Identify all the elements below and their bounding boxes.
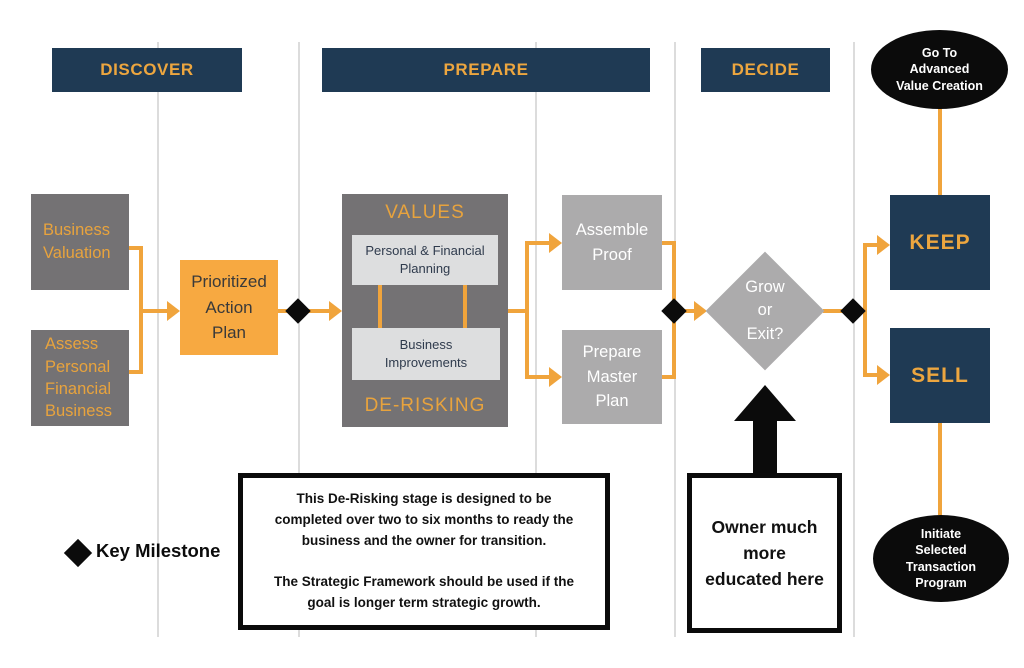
key-milestone-diamond-icon: [840, 298, 866, 324]
connector-line: [863, 243, 879, 247]
connector-line: [308, 309, 329, 313]
connector-line: [525, 375, 551, 379]
connector-line: [525, 241, 529, 379]
phase-header-decide-label: DECIDE: [731, 60, 800, 79]
lane-divider: [298, 42, 300, 637]
arrowhead-icon: [167, 301, 180, 321]
connector-line: [662, 375, 674, 379]
key-milestone-diamond-icon: [661, 298, 687, 324]
values-label: VALUES: [385, 202, 465, 223]
lane-divider: [853, 42, 855, 637]
callout-owner-educated: Owner much more educated here: [687, 473, 842, 633]
key-milestone-diamond-icon: [285, 298, 311, 324]
connector-line: [863, 373, 879, 377]
node-business-improvements: Business Improvements: [352, 328, 500, 380]
callout-derisking-note: This De-Risking stage is designed to be …: [238, 473, 610, 630]
connector-line: [463, 285, 467, 328]
node-assess-personal-financial-business: Assess Personal Financial Business: [31, 330, 129, 426]
connector-line: [129, 246, 143, 250]
key-milestone-legend-label: Key Milestone: [96, 540, 221, 561]
connector-line: [378, 285, 382, 328]
arrowhead-icon: [549, 233, 562, 253]
decision-grow-or-exit-label: Grow or Exit?: [745, 278, 785, 343]
phase-header-prepare-label: PREPARE: [443, 60, 529, 79]
phase-header-discover-label: DISCOVER: [100, 60, 194, 79]
node-business-valuation: Business Valuation: [31, 194, 129, 290]
terminal-initiate-selected-transaction-program: Initiate Selected Transaction Program: [873, 515, 1009, 602]
arrowhead-icon: [329, 301, 342, 321]
terminal-go-to-advanced-value-creation: Go To Advanced Value Creation: [871, 30, 1008, 109]
phase-header-prepare: PREPARE: [322, 48, 650, 92]
node-keep: KEEP: [890, 195, 990, 290]
arrowhead-icon: [549, 367, 562, 387]
connector-line: [685, 309, 696, 313]
connector-line: [525, 241, 551, 245]
up-arrow-shaft: [753, 420, 777, 474]
derisking-label: DE-RISKING: [364, 395, 486, 416]
phase-header-discover: DISCOVER: [52, 48, 242, 92]
key-milestone-legend-icon: [63, 538, 93, 568]
arrowhead-icon: [877, 235, 890, 255]
connector-line: [139, 309, 167, 313]
arrowhead-icon: [877, 365, 890, 385]
node-personal-financial-planning: Personal & Financial Planning: [352, 235, 498, 285]
node-prepare-master-plan: Prepare Master Plan: [562, 330, 662, 424]
node-values-derisking-container: VALUES Personal & Financial Planning Bus…: [342, 194, 508, 427]
connector-line: [129, 370, 143, 374]
arrowhead-icon: [694, 301, 707, 321]
node-prioritized-action-plan: Prioritized Action Plan: [180, 260, 278, 355]
lane-divider: [157, 42, 159, 637]
connector-line: [662, 241, 674, 245]
connector-advanced-to-keep: [938, 108, 942, 196]
node-assemble-proof: Assemble Proof: [562, 195, 662, 290]
phase-header-decide: DECIDE: [701, 48, 830, 92]
connector-line: [278, 309, 288, 313]
connector-line: [508, 309, 527, 313]
node-sell: SELL: [890, 328, 990, 423]
up-arrow-icon: [734, 385, 796, 421]
lane-divider: [535, 42, 537, 637]
connector-sell-to-initiate: [938, 423, 942, 515]
